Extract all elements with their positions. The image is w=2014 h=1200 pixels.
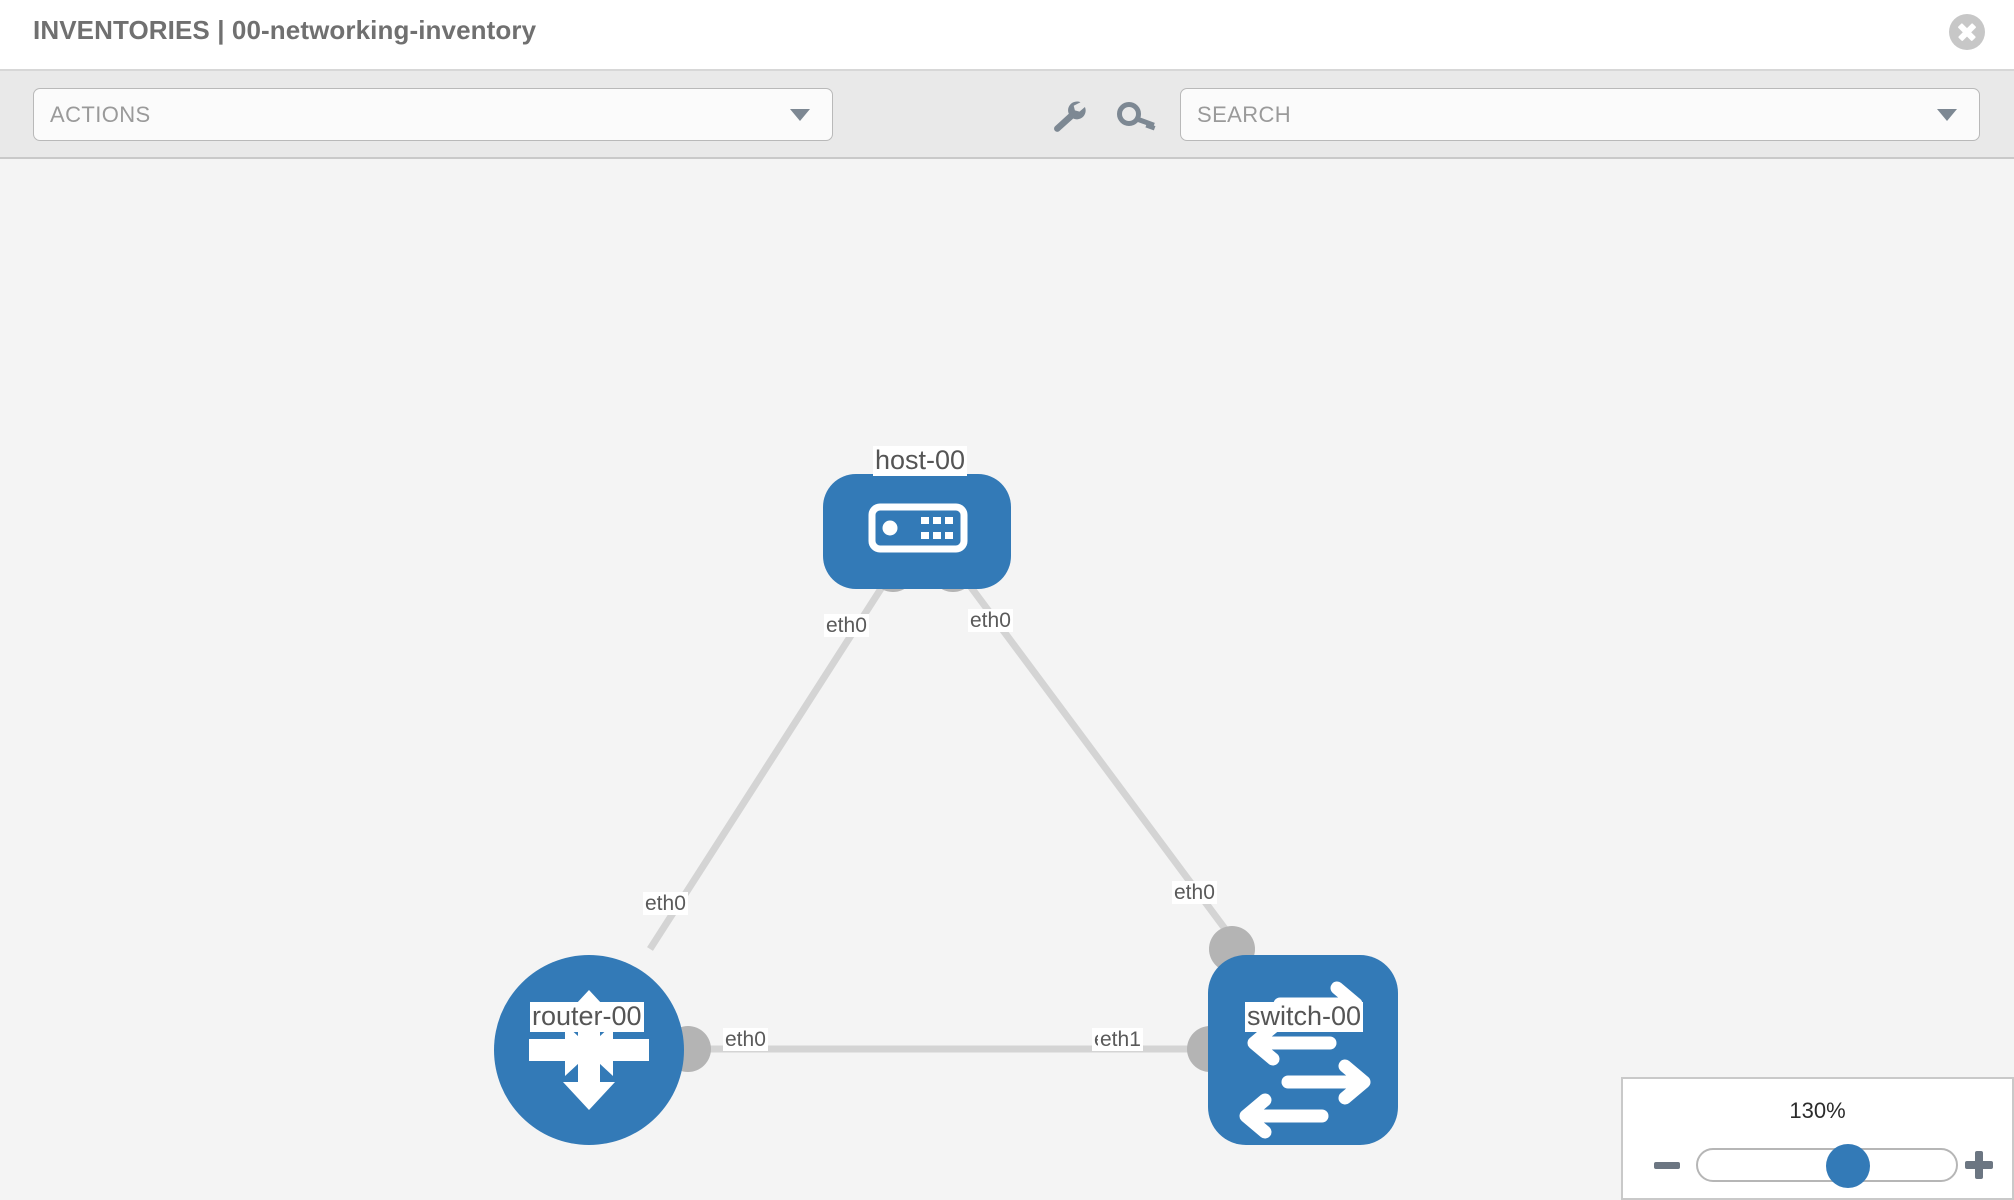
- search-placeholder: SEARCH: [1197, 101, 1292, 127]
- chevron-down-icon[interactable]: [1937, 108, 1957, 121]
- actions-dropdown[interactable]: ACTIONS: [33, 88, 833, 141]
- page-header: INVENTORIES | 00-networking-inventory: [0, 0, 2014, 71]
- search-input[interactable]: SEARCH: [1180, 88, 1980, 141]
- zoom-level-value: 130%: [1789, 1098, 1846, 1123]
- node-label-router-00: router-00: [530, 1001, 644, 1032]
- topology-graph: [494, 474, 1398, 1145]
- close-icon[interactable]: [1949, 14, 1985, 50]
- minus-icon-stroke: [1654, 1162, 1680, 1169]
- page-title: INVENTORIES | 00-networking-inventory: [33, 15, 537, 45]
- minus-icon[interactable]: [1652, 1150, 1682, 1180]
- node-router-00: [494, 955, 684, 1145]
- topology-canvas[interactable]: host-00 router-00 switch-00 eth0 eth0 et…: [0, 159, 2014, 1200]
- node-label-switch-00: switch-00: [1245, 1001, 1364, 1032]
- server-icon: [868, 503, 968, 553]
- plus-icon-stroke: [1975, 1151, 1983, 1179]
- interface-label-host00-eth0-left: eth0: [824, 614, 869, 638]
- node-switch-00: [1208, 955, 1398, 1145]
- interface-label-router00-eth0-right: eth0: [723, 1028, 768, 1052]
- chevron-down-icon: [790, 108, 810, 121]
- interface-label-host00-eth0-right: eth0: [968, 609, 1013, 633]
- links-layer: [647, 556, 1243, 1053]
- zoom-slider-thumb[interactable]: [1826, 1144, 1870, 1188]
- interface-label-router00-eth0-up: eth0: [643, 892, 688, 916]
- interface-label-switch00-eth1-left: eth1: [1098, 1028, 1143, 1052]
- node-host-00: [823, 474, 1011, 589]
- toolbar: ACTIONS SEARCH: [0, 71, 2014, 159]
- plus-icon[interactable]: [1964, 1150, 1994, 1180]
- wrench-icon[interactable]: [1046, 99, 1088, 135]
- interface-label-switch00-eth0-up: eth0: [1172, 881, 1217, 905]
- key-icon[interactable]: [1116, 99, 1158, 135]
- node-label-host-00: host-00: [873, 445, 968, 476]
- connectors-layer: [665, 546, 1255, 1072]
- actions-dropdown-label: ACTIONS: [50, 101, 151, 127]
- zoom-control-panel: 130%: [1621, 1077, 2014, 1200]
- zoom-slider[interactable]: [1696, 1144, 1958, 1188]
